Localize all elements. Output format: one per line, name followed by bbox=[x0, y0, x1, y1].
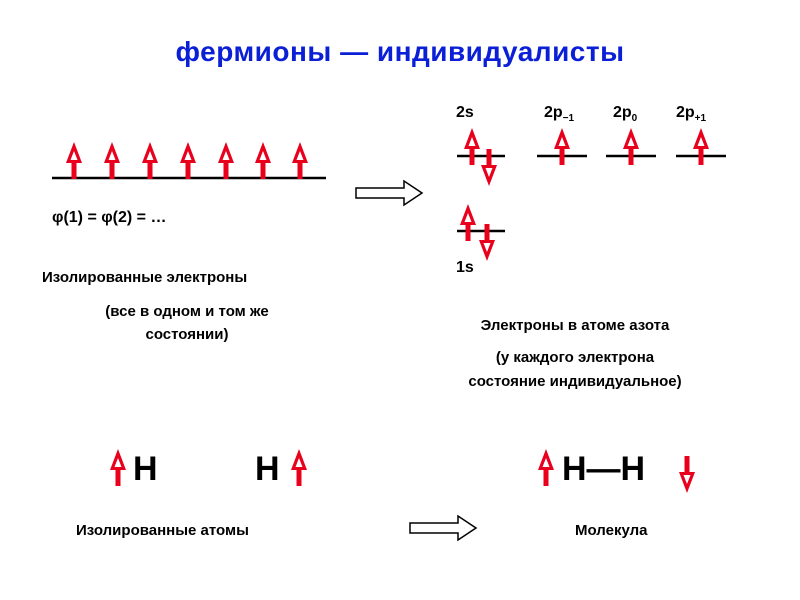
isolated-atoms-caption: Изолированные атомы bbox=[76, 522, 249, 539]
electron-up-arrow-6 bbox=[255, 142, 271, 179]
spin-down-arrow-2s bbox=[481, 149, 497, 186]
spin-up-arrow-2p-1 bbox=[554, 128, 570, 165]
orbital-label-2p0: 2p0 bbox=[613, 104, 638, 125]
spin-up-arrow-2s bbox=[464, 128, 480, 165]
nitrogen-electrons-note-line2: состояние индивидуальное) bbox=[468, 373, 682, 390]
spin-up-arrow-2p0 bbox=[623, 128, 639, 165]
electron-up-arrow-3 bbox=[142, 142, 158, 179]
nitrogen-electrons-note-line1: (у каждого электрона bbox=[495, 349, 655, 366]
electron-up-arrow-1 bbox=[66, 142, 82, 179]
transition-arrow-top bbox=[355, 180, 423, 206]
spin-up-arrow-1s bbox=[460, 204, 476, 241]
hydrogen-right-spin-up bbox=[291, 449, 307, 486]
transition-arrow-bottom bbox=[409, 515, 477, 541]
nitrogen-electrons-caption: Электроны в атоме азота bbox=[480, 317, 670, 334]
isolated-electrons-note-line1: (все в одном и том же bbox=[105, 303, 269, 320]
hydrogen-atom-right: H bbox=[255, 450, 280, 488]
hydrogen-left-spin-up bbox=[110, 449, 126, 486]
molecule-spin-down bbox=[679, 456, 695, 493]
hydrogen-atom-left: H bbox=[133, 450, 158, 488]
electron-up-arrow-5 bbox=[218, 142, 234, 179]
page-title: фермионы — индивидуалисты bbox=[175, 36, 625, 67]
orbital-label-2p-1: 2p−1 bbox=[544, 104, 575, 125]
hydrogen-molecule: H—H bbox=[562, 450, 646, 488]
isolated-electrons-note-line2: состоянии) bbox=[145, 326, 229, 343]
wavefunction-equation: φ(1) = φ(2) = … bbox=[52, 209, 167, 226]
orbital-label-1s: 1s bbox=[456, 259, 474, 276]
spin-up-arrow-2p+1 bbox=[693, 128, 709, 165]
electron-up-arrow-7 bbox=[292, 142, 308, 179]
spin-down-arrow-1s bbox=[479, 224, 495, 261]
orbital-label-2s: 2s bbox=[456, 104, 474, 121]
orbital-label-2p+1: 2p+1 bbox=[676, 104, 707, 125]
electron-up-arrow-2 bbox=[104, 142, 120, 179]
molecule-caption: Молекула bbox=[575, 522, 648, 539]
molecule-spin-up bbox=[538, 449, 554, 486]
electron-up-arrow-4 bbox=[180, 142, 196, 179]
isolated-electrons-caption: Изолированные электроны bbox=[42, 269, 248, 286]
